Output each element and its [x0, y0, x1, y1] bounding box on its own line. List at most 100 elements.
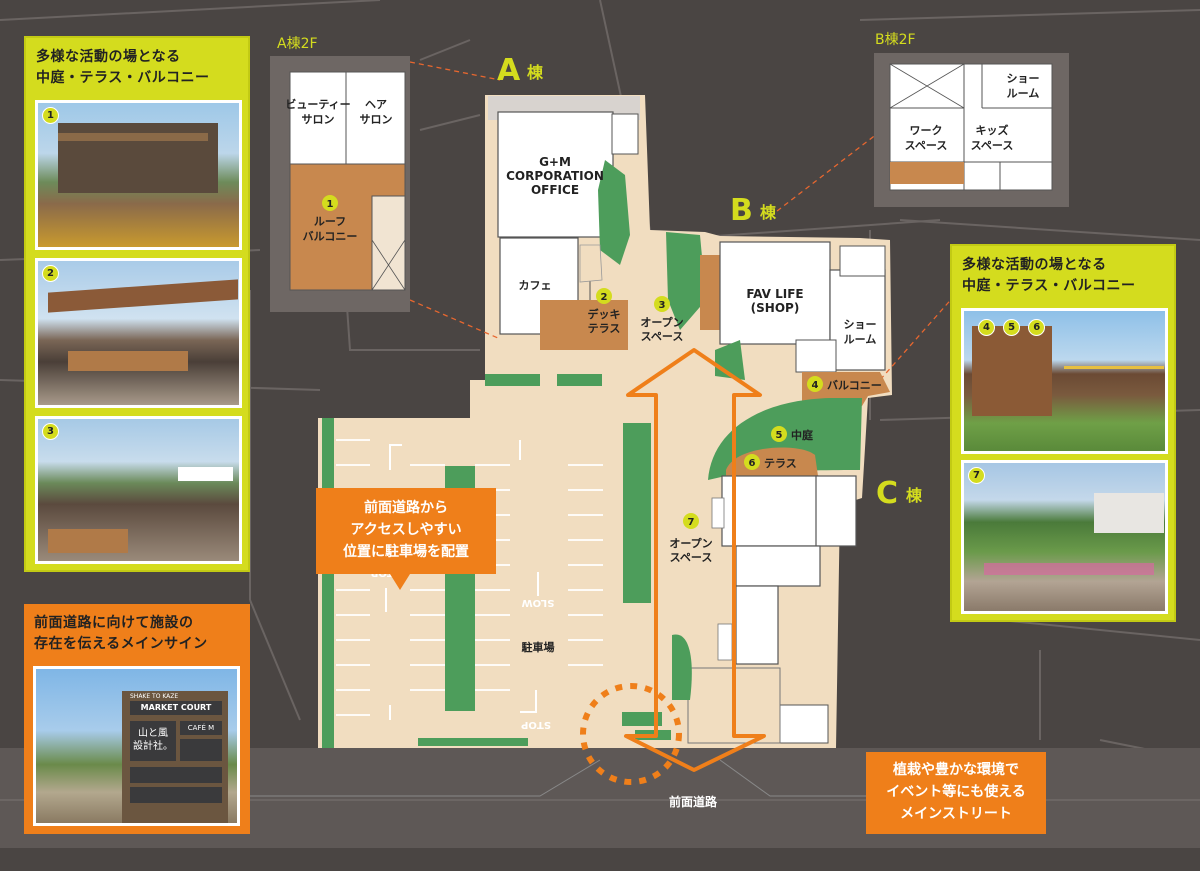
- sign-brand-top: SHAKE TO KAZE: [130, 693, 179, 700]
- c-building-bottom: [779, 704, 829, 744]
- photo-badge-5: 5: [1003, 319, 1021, 336]
- a2f-stairs: [371, 195, 406, 291]
- deck-badge: [596, 288, 612, 304]
- access-entrance-circle: [580, 683, 682, 785]
- green-b-left: [666, 232, 706, 330]
- road-leader-left: [250, 759, 601, 797]
- panel-main-sign: 前面道路に向けて施設の 存在を伝えるメインサイン SHAKE TO KAZE M…: [24, 604, 250, 834]
- parking-arrows: [385, 440, 539, 720]
- sign-lower-panel-2: [130, 787, 222, 803]
- beauty-salon-label: ビューティーサロン: [285, 97, 350, 126]
- photo-roof-balcony: 1: [35, 100, 242, 250]
- terrace-badge: [744, 454, 760, 470]
- callout-main-street: 植栽や豊かな環境で イベント等にも使える メインストリート: [866, 752, 1046, 834]
- office-building: [497, 111, 614, 238]
- parking-label: 駐車場: [522, 640, 555, 654]
- main-street-arrow: [624, 348, 766, 772]
- photo-badge-6: 6: [1028, 319, 1046, 336]
- photo-badge-7: 7: [968, 467, 985, 484]
- balcony-label: バルコニー: [827, 379, 882, 392]
- balcony-guide-line: [879, 294, 956, 381]
- photo-badge-4: 4: [978, 319, 995, 336]
- c-entrance-lower: [717, 623, 733, 661]
- courtyard-label: 中庭: [791, 428, 813, 442]
- c-building-mid: [735, 545, 821, 587]
- deck-terrace-area: [540, 300, 628, 350]
- open7-badge-number: 7: [688, 517, 695, 528]
- panel-sign-title: 前面道路に向けて施設の 存在を伝えるメインサイン: [34, 615, 208, 652]
- shop-building: [719, 241, 831, 345]
- photo-flowers: [984, 563, 1154, 575]
- b2f-title: B棟2F: [875, 32, 916, 48]
- a2f-salon-block: [289, 71, 406, 165]
- photo-canopy: [1094, 493, 1164, 533]
- panel-left-activities: 多様な活動の場となる 中庭・テラス・バルコニー 1 2 3: [24, 36, 250, 572]
- b-annex-lower: [795, 339, 837, 373]
- green-top-2: [485, 374, 540, 386]
- open-space-3-label: オープンスペース: [640, 315, 683, 343]
- photo-deck-terrace: 2: [35, 258, 242, 408]
- sign-lower-panel: [130, 767, 222, 783]
- b2f-kids-label: キッズスペース: [971, 123, 1014, 152]
- a2f-guide-line-bottom: [409, 299, 499, 339]
- balcony-badge: [807, 376, 823, 392]
- a-building-suffix: 棟: [527, 63, 544, 82]
- b-annex: [839, 245, 886, 277]
- roof-balcony-label: ルーフバルコニー: [303, 215, 358, 243]
- a2f-title: A棟2F: [277, 36, 318, 52]
- a2f-void: [371, 239, 406, 291]
- shop-label: FAV LIFE(SHOP): [746, 287, 803, 315]
- front-road-label: 前面道路: [669, 794, 718, 809]
- c-building-lower: [735, 585, 779, 665]
- b-building-suffix: 棟: [760, 203, 777, 222]
- a2f-guide-line-top: [409, 61, 501, 81]
- b2f-showroom-label: ショールーム: [1007, 72, 1040, 100]
- photo-tent-shape: [178, 467, 233, 481]
- photo-badge-1: 1: [42, 107, 59, 124]
- deck-badge-number: 2: [601, 292, 608, 303]
- b2f-balcony: [890, 162, 964, 184]
- showroom-building: [829, 269, 886, 371]
- parking-green-bottom: [418, 738, 528, 746]
- roof-badge-number: 1: [327, 199, 334, 210]
- terrace-badge-number: 6: [749, 458, 756, 469]
- callout-parking-pointer: [390, 574, 410, 590]
- photo-wood-building: [972, 326, 1052, 416]
- hair-salon-label: ヘアサロン: [360, 98, 393, 126]
- sign-cafe-text: CAFÉ M: [180, 721, 222, 735]
- b2f-walls: [890, 64, 1052, 190]
- photo-roof-shape: [48, 279, 238, 313]
- green-top-1: [557, 374, 602, 386]
- photo-courtyard-terrace: 4 5 6: [961, 308, 1168, 454]
- cafe-label: カフェ: [519, 279, 552, 292]
- roof-badge: [322, 195, 338, 211]
- photo-main-street: 7: [961, 460, 1168, 614]
- photo-badge-3: 3: [42, 423, 59, 440]
- cafe-stairs: [579, 244, 603, 283]
- sign-brand: MARKET COURT: [130, 701, 222, 715]
- b2f-workspace-label: ワークスペース: [905, 124, 948, 152]
- balcony-area: [802, 372, 890, 406]
- road-leader-right: [719, 759, 880, 797]
- photo-flags: [1064, 366, 1164, 369]
- photo-main-sign: SHAKE TO KAZE MARKET COURT 山と風 設計社。 CAFÉ…: [33, 666, 240, 826]
- terrace-label: テラス: [764, 457, 797, 470]
- b2f-void: [889, 63, 965, 109]
- photo-deck-edge: [58, 133, 208, 141]
- b-building-letter: B: [730, 193, 753, 228]
- panel-right-title: 多様な活動の場となる 中庭・テラス・バルコニー: [962, 257, 1136, 294]
- callout-parking: 前面道路から アクセスしやすい 位置に駐車場を配置: [316, 488, 496, 574]
- sign-main-text: 山と風 設計社。: [130, 721, 176, 761]
- street-green-left: [623, 423, 651, 603]
- office-annex: [611, 113, 639, 155]
- showroom-label: ショールーム: [844, 318, 877, 346]
- green-a-strip: [598, 160, 630, 265]
- c-building-annex: [815, 475, 857, 547]
- open-space-7-label: オープンスペース: [669, 536, 712, 564]
- c-building-letter: C: [876, 476, 898, 511]
- sign-board: SHAKE TO KAZE MARKET COURT 山と風 設計社。 CAFÉ…: [122, 691, 228, 823]
- b-wood-wall: [700, 255, 722, 330]
- green-near-road: [622, 712, 662, 726]
- stop-road-marking: STOP: [521, 719, 551, 730]
